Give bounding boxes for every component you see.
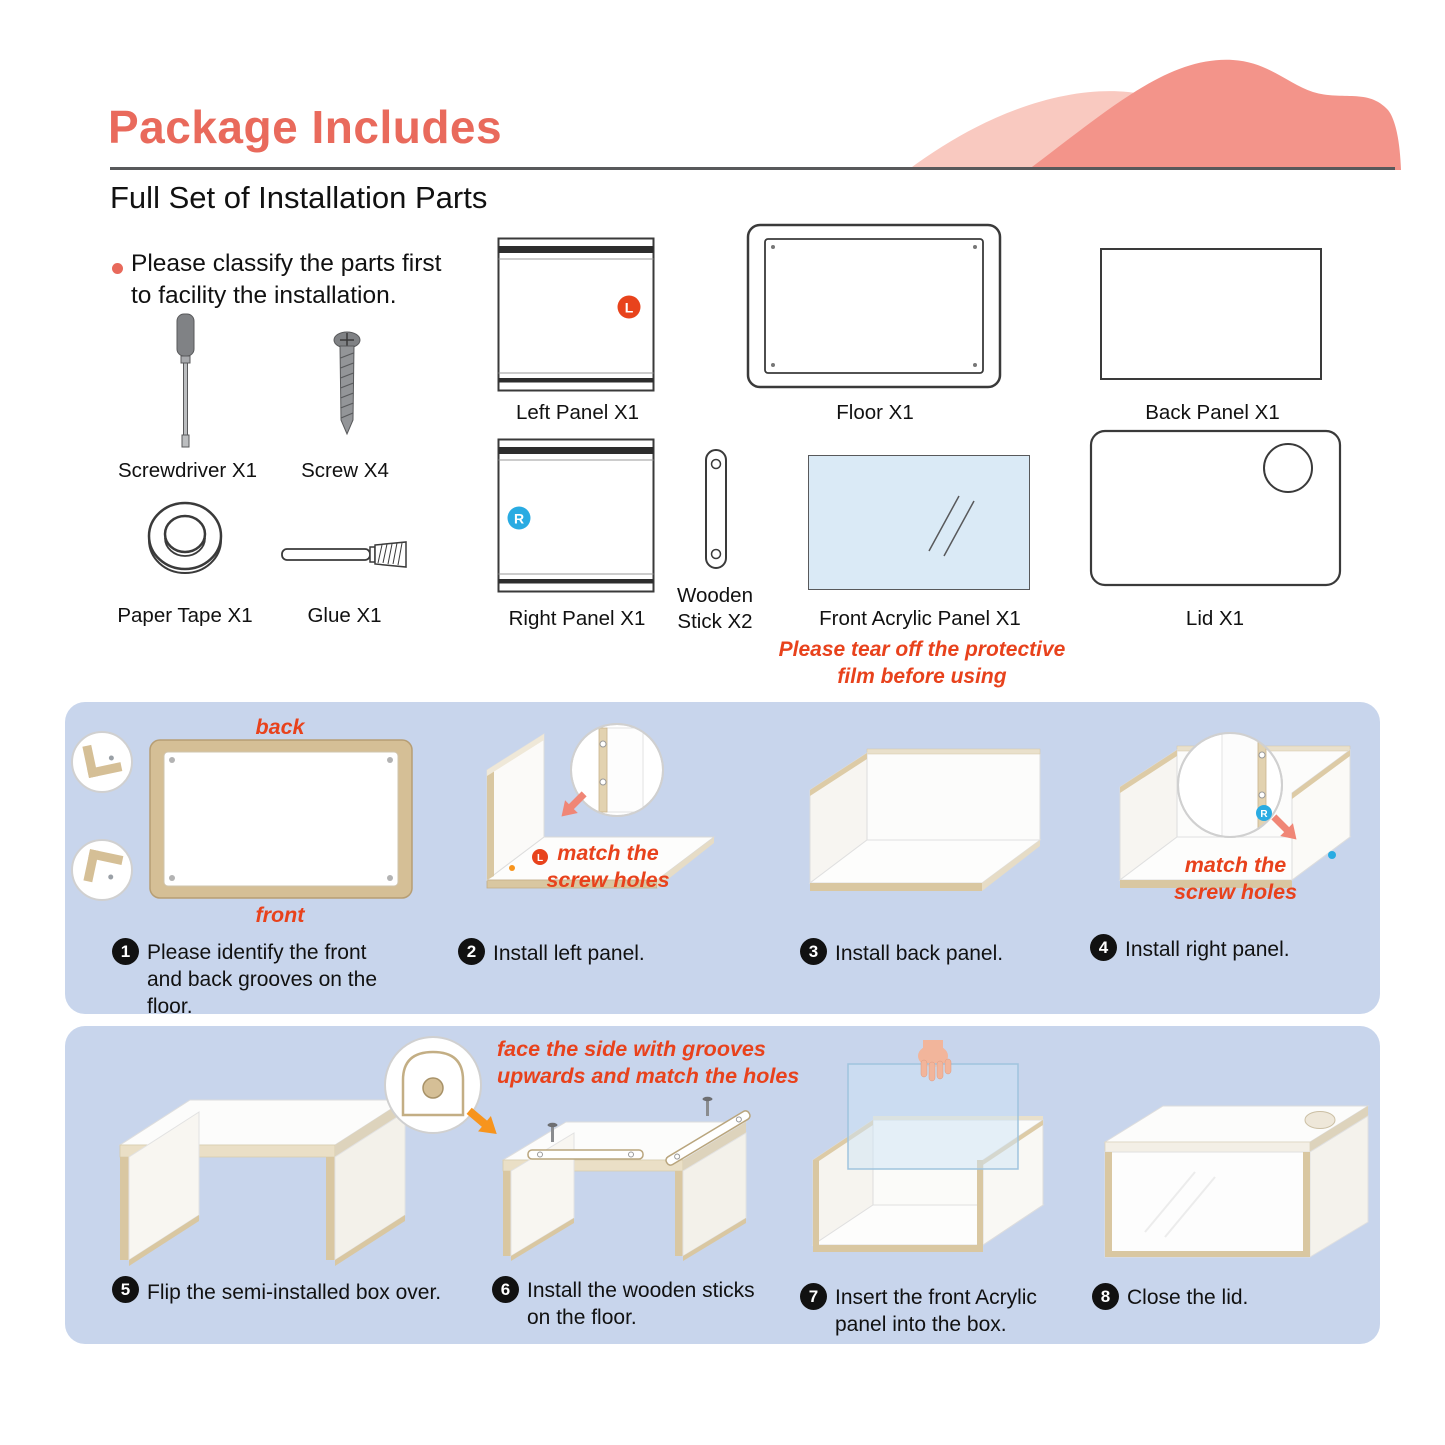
step6-grooves-annotation: face the side with grooves upwards and m… <box>497 1036 817 1090</box>
step8-number: 8 <box>1092 1283 1119 1310</box>
step4-caption: Install right panel. <box>1125 938 1290 961</box>
acrylic-shine-icon <box>928 495 975 557</box>
r-badge-letter: R <box>514 511 524 527</box>
left-panel-illustration: L <box>497 237 655 392</box>
l-badge <box>617 295 641 319</box>
wooden-stick-label-line1: Wooden <box>677 584 753 607</box>
acrylic-panel-illustration <box>808 455 1030 590</box>
back-annotation: back <box>255 715 305 739</box>
step2-match-line2: screw holes <box>546 867 670 892</box>
step2-illustration: L <box>485 723 716 889</box>
step4-r-badge <box>1256 805 1272 821</box>
wooden-stick-label: Wooden Stick X2 <box>665 583 765 634</box>
step1-number: 1 <box>112 938 139 965</box>
step4-number: 4 <box>1090 934 1117 961</box>
front-annotation: front <box>255 903 305 927</box>
page-subtitle: Full Set of Installation Parts <box>110 180 488 215</box>
step2-number: 2 <box>458 938 485 965</box>
title-underline <box>110 167 1395 170</box>
acrylic-panel-label: Front Acrylic Panel X1 <box>819 607 1021 630</box>
screw-small-2 <box>702 1096 713 1116</box>
step8-caption: Close the lid. <box>1127 1286 1249 1309</box>
step2-caption: Install left panel. <box>493 942 645 965</box>
step4-r-badge-letter: R <box>1260 809 1268 820</box>
step7-caption: Insert the front Acrylic panel into the … <box>835 1286 1037 1336</box>
lid-illustration <box>1089 429 1342 587</box>
l-badge-letter: L <box>625 300 634 316</box>
step5-number: 5 <box>112 1276 139 1303</box>
right-panel-illustration: R <box>497 438 655 593</box>
step6-illustration <box>384 1036 751 1261</box>
step6-grooves-line2: upwards and match the holes <box>497 1063 800 1088</box>
step3-illustration <box>808 748 1042 891</box>
back-panel-label: Back Panel X1 <box>1145 401 1280 424</box>
step4-illustration: R <box>1118 732 1352 888</box>
lid-label: Lid X1 <box>1185 607 1245 630</box>
step2-l-badge-letter: L <box>537 853 543 864</box>
film-warning: Please tear off the protective film befo… <box>742 636 1102 691</box>
step4-match-line1: match the <box>1184 853 1287 877</box>
step6-number: 6 <box>492 1276 519 1303</box>
step2-l-badge <box>532 849 548 865</box>
step2-match-line1: match the <box>557 841 659 865</box>
floor-label: Floor X1 <box>836 401 914 424</box>
screw-icon <box>333 331 361 436</box>
screwdriver-label: Screwdriver X1 <box>118 459 257 482</box>
step3-caption: Install back panel. <box>835 942 1004 965</box>
back-panel-illustration <box>1100 248 1322 380</box>
decorative-waves <box>908 59 1401 170</box>
glue-icon <box>281 541 407 568</box>
paper-tape-icon <box>147 501 223 574</box>
step3-number: 3 <box>800 938 827 965</box>
wooden-stick-label-line2: Stick X2 <box>677 609 753 633</box>
screw-small-1 <box>547 1122 558 1142</box>
floor-illustration <box>746 223 1002 389</box>
screw-label: Screw X4 <box>301 459 389 482</box>
step4-match-annotation: match the screw holes <box>1128 852 1343 906</box>
r-badge <box>507 506 531 530</box>
hand-icon <box>920 1058 952 1082</box>
screwdriver-icon <box>176 313 195 448</box>
page-title: Package Includes <box>108 101 503 153</box>
step1-illustration <box>71 731 413 901</box>
step6-grooves-line1: face the side with grooves <box>497 1037 766 1061</box>
note-line-1: Please classify the parts first <box>131 250 442 277</box>
step4-match-line2: screw holes <box>1173 879 1298 904</box>
left-panel-label: Left Panel X1 <box>515 401 640 424</box>
step8-illustration <box>1103 1105 1370 1258</box>
note-bullet-icon <box>112 263 123 274</box>
step5-illustration <box>118 1099 407 1266</box>
step7-illustration <box>811 1040 1045 1252</box>
film-warning-line1: Please tear off the protective <box>778 638 1066 661</box>
step6-caption: Install the wooden sticks on the floor. <box>527 1279 755 1329</box>
classify-note: Please classify the parts first to facil… <box>131 248 441 313</box>
note-line-2: to facility the installation. <box>131 282 397 310</box>
step1-caption: Please identify the front and back groov… <box>147 941 377 1018</box>
step7-number: 7 <box>800 1283 827 1310</box>
film-warning-line2: film before using <box>837 665 1007 689</box>
glue-label: Glue X1 <box>307 604 382 627</box>
right-panel-label: Right Panel X1 <box>508 607 646 630</box>
paper-tape-label: Paper Tape X1 <box>117 604 253 627</box>
step2-match-annotation: match the screw holes <box>508 840 708 894</box>
step5-caption: Flip the semi-installed box over. <box>147 1281 442 1304</box>
wooden-stick-illustration <box>705 449 727 569</box>
